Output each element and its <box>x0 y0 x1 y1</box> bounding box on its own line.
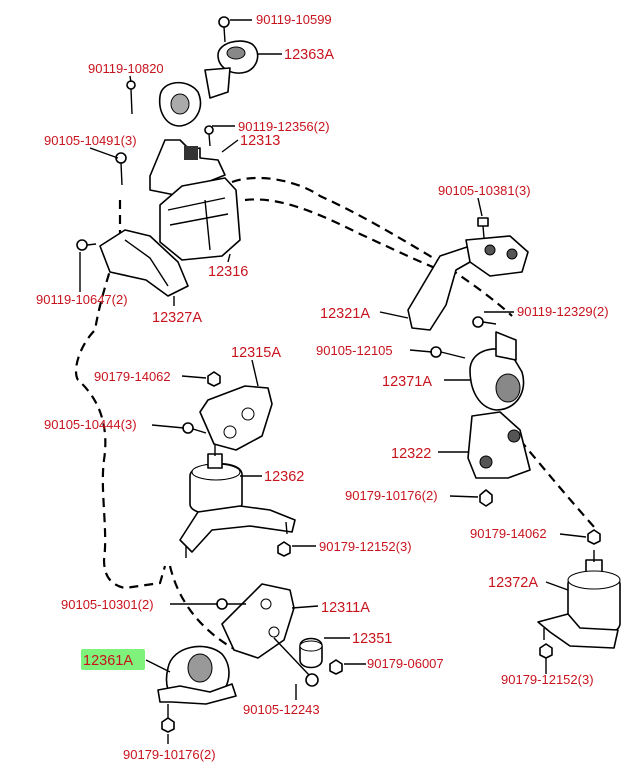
label-90105-10301[interactable]: 90105-10301(2) <box>61 597 154 612</box>
label-12311a[interactable]: 12311A <box>321 600 370 616</box>
label-90179-10176-left[interactable]: 90179-10176(2) <box>123 747 216 762</box>
highlight-marker <box>81 649 145 670</box>
label-90179-06007[interactable]: 90179-06007 <box>367 656 444 671</box>
bolt-90119-12356 <box>204 125 214 147</box>
label-90105-10491[interactable]: 90105-10491(3) <box>44 133 137 148</box>
label-90105-12243[interactable]: 90105-12243 <box>243 702 320 717</box>
mount-12361a[interactable] <box>157 645 237 705</box>
bolt-90105-10491 <box>115 152 127 186</box>
label-90105-10444[interactable]: 90105-10444(3) <box>44 417 137 432</box>
nut-90179-12152-left <box>277 541 291 557</box>
nut-90179-14062-left <box>207 371 221 387</box>
label-12362[interactable]: 12362 <box>264 469 304 485</box>
nut-90179-10176-right <box>479 489 493 507</box>
label-90119-10820[interactable]: 90119-10820 <box>88 61 164 76</box>
bolt-90119-10647 <box>76 239 97 251</box>
bolt-90105-10381 <box>477 217 489 239</box>
label-90119-12329[interactable]: 90119-12329(2) <box>517 304 609 319</box>
label-12363a[interactable]: 12363A <box>284 47 334 63</box>
label-12315a[interactable]: 12315A <box>231 345 281 361</box>
engine-outline <box>74 176 596 651</box>
nut-90179-06007 <box>329 659 343 675</box>
label-90105-10381[interactable]: 90105-10381(3) <box>438 183 531 198</box>
mount-12372a[interactable] <box>537 550 621 649</box>
label-12351[interactable]: 12351 <box>352 631 392 647</box>
label-90119-10599[interactable]: 90119-10599 <box>256 12 332 27</box>
label-90179-14062-left[interactable]: 90179-14062 <box>94 369 171 384</box>
nut-90179-12152-right <box>539 643 553 659</box>
label-90119-12356[interactable]: 90119-12356(2) <box>238 119 330 134</box>
bolt-90119-10820 <box>126 80 136 115</box>
label-12322[interactable]: 12322 <box>391 446 431 462</box>
label-12361a[interactable]: 12361A <box>83 653 133 669</box>
mount-12363a[interactable] <box>158 40 259 127</box>
mount-12362[interactable] <box>179 444 296 558</box>
bracket-12327a[interactable] <box>99 229 189 297</box>
bolt-90105-12105 <box>430 346 466 359</box>
bracket-12322[interactable] <box>467 411 531 479</box>
bolt-90119-10599 <box>218 16 230 43</box>
label-12371a[interactable]: 12371A <box>382 374 432 390</box>
label-90105-12105[interactable]: 90105-12105 <box>316 343 393 358</box>
label-12327a[interactable]: 12327A <box>152 310 202 326</box>
label-12372a[interactable]: 12372A <box>488 575 538 591</box>
label-90179-12152-right[interactable]: 90179-12152(3) <box>501 672 594 687</box>
collar-12351[interactable] <box>299 637 323 669</box>
bolt-90119-12329 <box>472 316 497 328</box>
nut-90179-10176-left <box>161 704 175 733</box>
leader-lines <box>79 19 587 744</box>
mount-12371a[interactable] <box>469 331 525 411</box>
label-12313[interactable]: 12313 <box>240 133 280 149</box>
label-90179-12152-left[interactable]: 90179-12152(3) <box>319 539 412 554</box>
bracket-12316[interactable] <box>159 177 241 261</box>
bolt-90105-10444 <box>182 422 207 434</box>
label-90119-10647[interactable]: 90119-10647(2) <box>36 292 128 307</box>
label-90179-14062-right[interactable]: 90179-14062 <box>470 526 547 541</box>
bracket-12315a[interactable] <box>199 385 273 451</box>
label-12316[interactable]: 12316 <box>208 264 248 280</box>
bolt-90105-12243 <box>273 637 319 687</box>
part-labels: 90119-10599 12363A 90119-10820 90119-123… <box>36 12 609 762</box>
nut-90179-14062-right <box>587 529 601 545</box>
crossmember-12321a[interactable] <box>407 235 529 331</box>
label-90179-10176-right[interactable]: 90179-10176(2) <box>345 488 438 503</box>
label-12321a[interactable]: 12321A <box>320 306 370 322</box>
